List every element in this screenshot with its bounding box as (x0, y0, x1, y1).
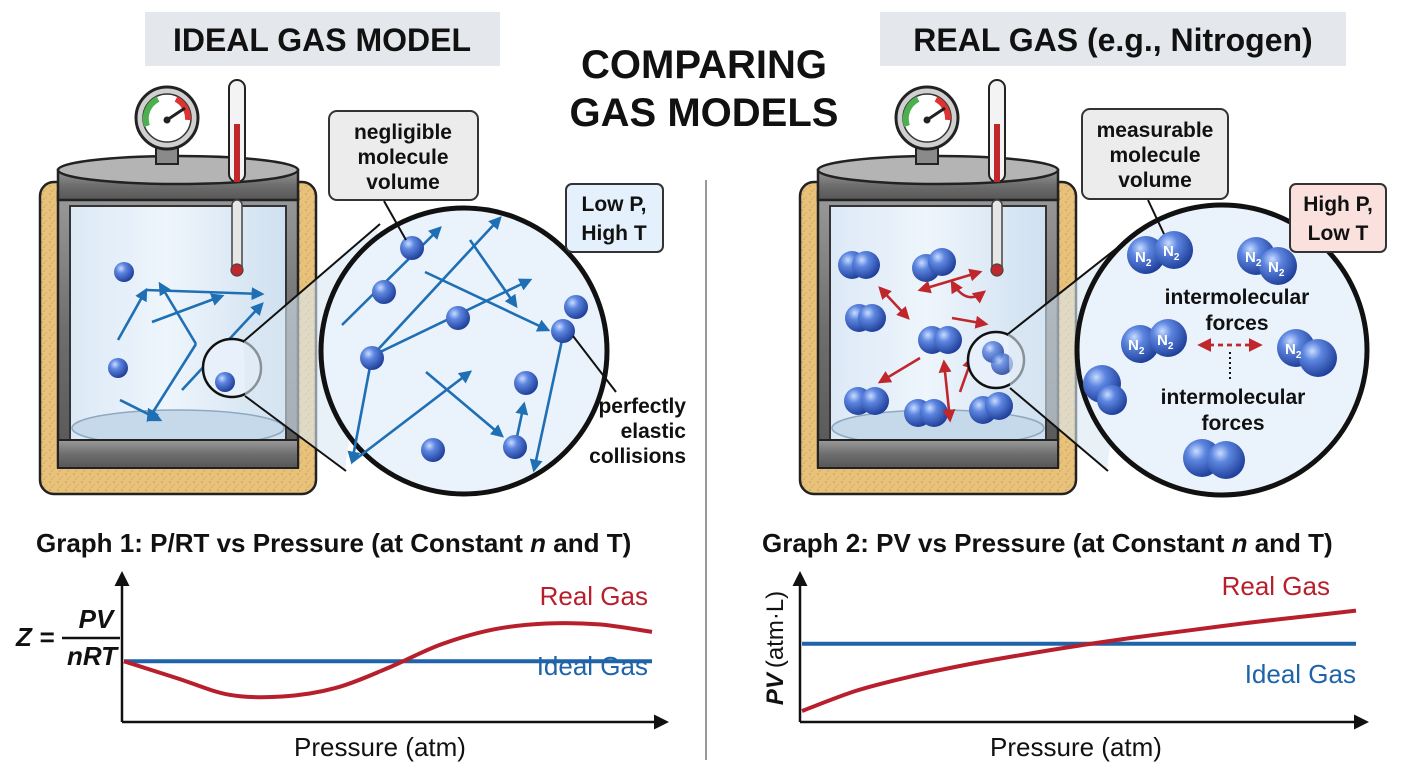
svg-text:N2: N2 (1163, 243, 1180, 263)
graph1-axes (114, 571, 669, 730)
pressure-gauge-icon (894, 85, 960, 165)
real-heading: REAL GAS (e.g., Nitrogen) (913, 22, 1312, 58)
svg-text:molecule: molecule (357, 146, 448, 169)
svg-text:N2: N2 (1128, 337, 1145, 357)
graph2-legend-ideal-gas: Ideal Gas (1245, 659, 1356, 689)
ideal-volume-callout: negligible molecule volume (328, 110, 479, 241)
svg-text:N2: N2 (1245, 249, 1262, 269)
graph1-ylabel: Z = PV nRT (15, 604, 120, 671)
thermometer-icon (988, 79, 1006, 277)
svg-text:volume: volume (366, 171, 440, 194)
svg-text:N2: N2 (1135, 249, 1152, 269)
svg-text:intermolecular: intermolecular (1161, 386, 1306, 409)
svg-text:negligible: negligible (354, 121, 452, 144)
graph1-series-real-gas (123, 621, 653, 700)
pressure-gauge-icon (134, 85, 200, 165)
ideal-zoom-view (318, 205, 610, 497)
svg-text:N2: N2 (1157, 332, 1174, 352)
real-volume-callout: measurable molecule volume (1081, 108, 1229, 235)
thermometer-icon (228, 79, 246, 277)
ideal-heading: IDEAL GAS MODEL (173, 22, 471, 58)
main-title-line2: GAS MODELS (570, 91, 839, 135)
svg-text:elastic: elastic (621, 420, 687, 443)
ideal-condition-box: Low P, High T (565, 183, 664, 253)
graph1-legend-real-gas: Real Gas (540, 581, 648, 611)
n2-labels: N2 N2 N2 N2 N2 N2 N2 (1128, 243, 1302, 361)
graph2-axes (792, 571, 1369, 730)
svg-text:nRT: nRT (67, 641, 119, 671)
ideal-molecules (360, 236, 588, 462)
svg-text:High T: High T (581, 222, 646, 245)
graph1-legend-ideal-gas: Ideal Gas (537, 651, 648, 681)
svg-text:forces: forces (1201, 412, 1264, 435)
svg-text:Low T: Low T (1308, 222, 1369, 245)
ideal-heading-box (145, 12, 500, 66)
svg-text:forces: forces (1205, 312, 1268, 335)
ideal-molecule (108, 358, 128, 378)
svg-text:PV(atm·L): PV(atm·L) (762, 591, 789, 705)
svg-text:Low P,: Low P, (582, 193, 647, 216)
svg-text:perfectly: perfectly (598, 395, 686, 418)
svg-text:PV: PV (79, 604, 116, 634)
svg-text:Z =: Z = (15, 622, 54, 652)
graph2-legend-real-gas: Real Gas (1222, 571, 1330, 601)
intermolecular-force-arrow (1197, 338, 1263, 380)
real-condition-box: High P, Low T (1289, 183, 1387, 253)
ideal-container (38, 154, 318, 496)
svg-text:N2: N2 (1268, 259, 1285, 279)
graph2-ylabel: PV(atm·L) (762, 591, 789, 705)
ideal-molecule (215, 372, 235, 392)
graph2-title: Graph 2: PV vs Pressure (at Constant n a… (762, 528, 1333, 558)
svg-text:molecule: molecule (1109, 144, 1200, 167)
svg-text:N2: N2 (1285, 341, 1302, 361)
n2-molecules-zoom (1083, 231, 1337, 479)
svg-text:measurable: measurable (1097, 119, 1214, 142)
real-heading-box (880, 12, 1346, 66)
svg-text:intermolecular: intermolecular (1165, 286, 1310, 309)
graph1-xlabel: Pressure (atm) (294, 732, 466, 762)
ideal-collision-label: perfectly elastic collisions (572, 335, 687, 468)
intermolecular-forces-label: intermolecular forces intermolecular for… (1161, 286, 1310, 435)
ideal-molecule (114, 262, 134, 282)
graph1-title: Graph 1: P/RT vs Pressure (at Constant n… (36, 528, 631, 558)
graph2-series-real-gas (801, 608, 1357, 713)
main-title-line1: COMPARING (581, 43, 827, 87)
svg-text:volume: volume (1118, 169, 1192, 192)
graph2-xlabel: Pressure (atm) (990, 732, 1162, 762)
svg-text:High P,: High P, (1303, 193, 1373, 216)
svg-text:collisions: collisions (589, 445, 686, 468)
